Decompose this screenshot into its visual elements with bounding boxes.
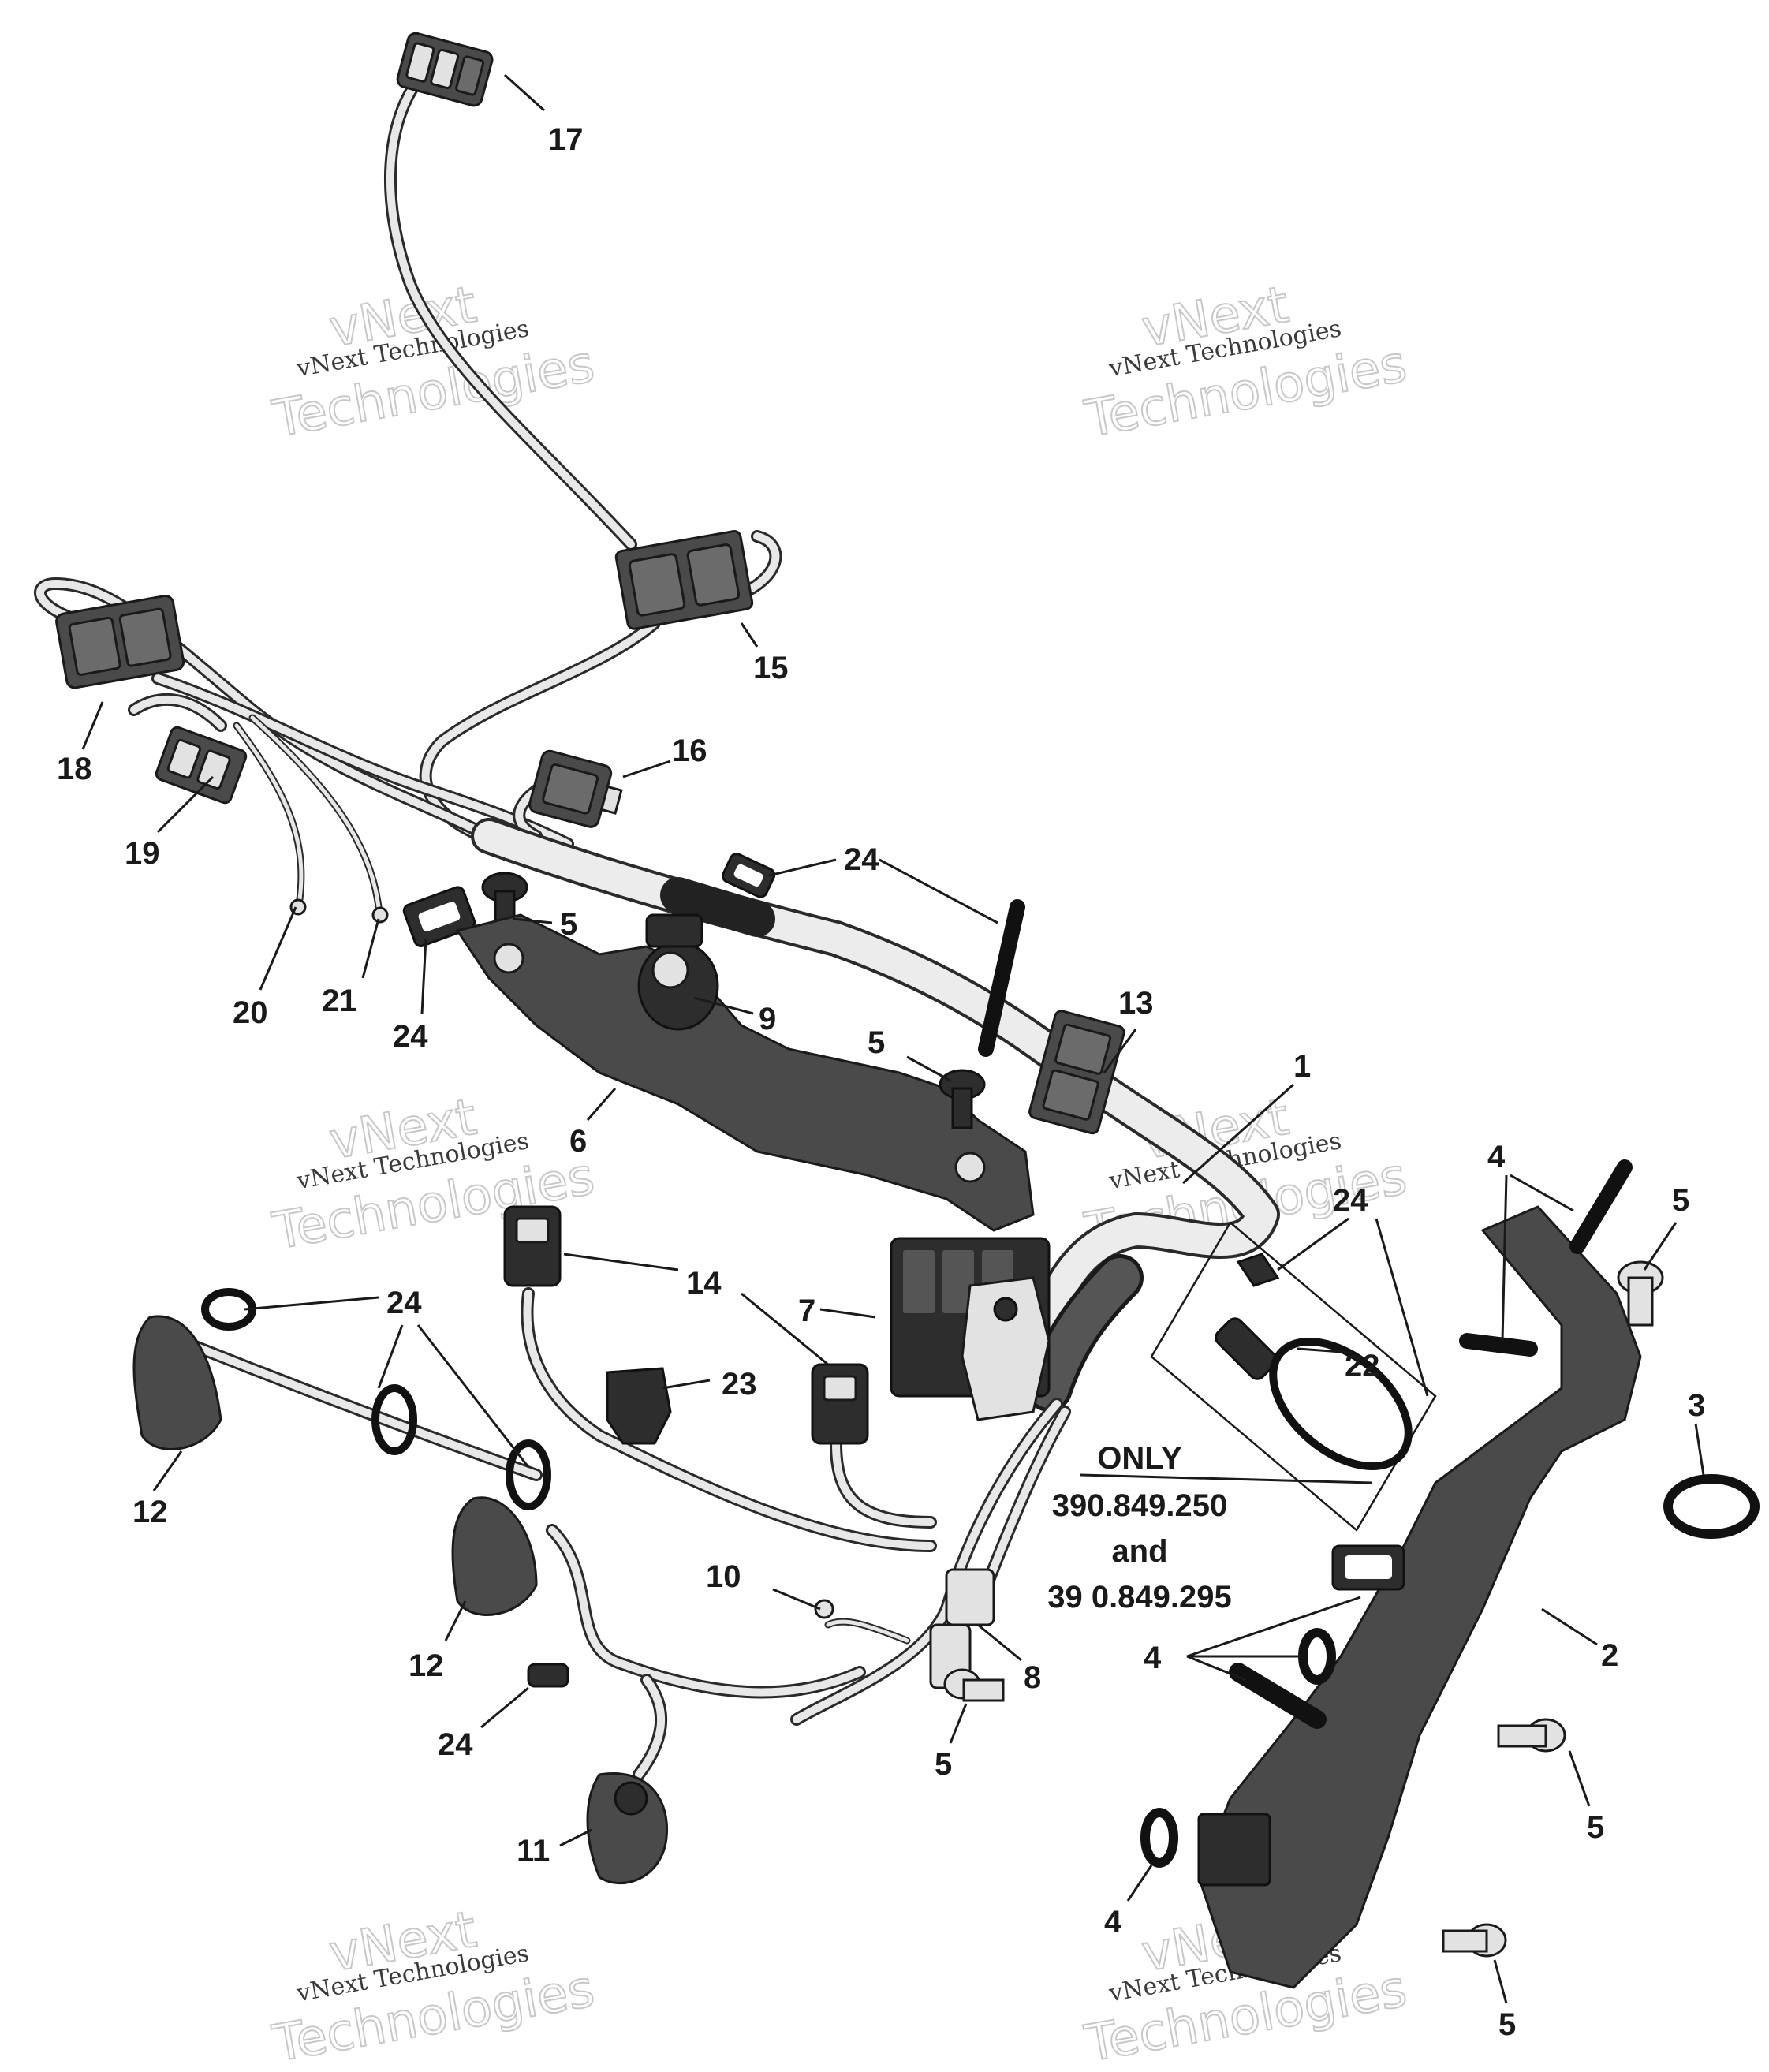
- callout-labels: 17 15 18 16 19 24 5 20 21 24 9 13 5 6 1 …: [57, 122, 1705, 2042]
- callout-14: 14: [686, 1266, 722, 1301]
- callout-24c: 24: [1333, 1183, 1368, 1218]
- tie-4-mid: [1229, 1544, 1405, 1729]
- callout-7: 7: [798, 1294, 815, 1328]
- callout-10: 10: [706, 1559, 741, 1594]
- callout-15: 15: [753, 651, 789, 685]
- callout-21: 21: [322, 984, 357, 1018]
- ecm-connector-7: [890, 1237, 1051, 1421]
- bracket-2: [1197, 1205, 1642, 1989]
- upper-wires: [34, 69, 782, 924]
- callout-24b: 24: [393, 1019, 428, 1054]
- callout-5a: 5: [560, 907, 577, 942]
- leader-lines: [81, 73, 1705, 2004]
- callout-18: 18: [57, 752, 92, 786]
- callout-5f: 5: [1498, 2007, 1516, 2042]
- bolt-5-right-mid: [1497, 1718, 1566, 1753]
- connector-14-left: [503, 1205, 562, 1287]
- callout-22: 22: [1345, 1349, 1380, 1383]
- connector-18: [55, 595, 185, 689]
- clip-24-lower: [527, 1663, 569, 1688]
- note-line-2: 390.849.250: [1052, 1488, 1227, 1523]
- clip-23: [606, 1367, 672, 1445]
- connector-19: [155, 726, 248, 805]
- callout-4c: 4: [1104, 1905, 1122, 1939]
- callout-5c: 5: [1672, 1183, 1689, 1218]
- connector-13: [1028, 1010, 1125, 1135]
- tie-4-bottom: [1140, 1808, 1178, 1868]
- bolt-5-mid: [939, 1069, 986, 1129]
- callout-23: 23: [722, 1367, 757, 1402]
- callout-12b: 12: [409, 1648, 444, 1683]
- inset-frame-22: [1150, 1221, 1437, 1532]
- applicability-note: ONLY 390.849.250 and 39 0.849.295: [1047, 1441, 1232, 1615]
- note-line-1: ONLY: [1097, 1441, 1182, 1476]
- callout-17: 17: [548, 122, 584, 157]
- callout-16: 16: [672, 734, 707, 768]
- bolt-5-right-bottom: [1442, 1923, 1507, 1958]
- sensor-11: [586, 1772, 669, 1885]
- coil-12-right: [371, 1384, 551, 1616]
- note-line-4: 39 0.849.295: [1047, 1580, 1232, 1615]
- watermark-5: vNext vNext Technologies Technologies: [267, 1900, 599, 2072]
- callout-9: 9: [759, 1002, 776, 1036]
- callout-5d: 5: [935, 1747, 952, 1782]
- callout-24d: 24: [386, 1286, 422, 1320]
- callout-24a: 24: [844, 842, 879, 877]
- callout-12a: 12: [132, 1495, 168, 1529]
- tie-4-top: [1459, 1159, 1633, 1357]
- connector-14-right: [811, 1363, 869, 1445]
- callout-19: 19: [125, 836, 160, 871]
- callout-20: 20: [233, 995, 268, 1030]
- callout-4a: 4: [1487, 1140, 1506, 1174]
- connector-17: [396, 32, 494, 107]
- watermark-2: vNext vNext Technologies Technologies: [1080, 275, 1412, 450]
- callout-5b: 5: [868, 1025, 885, 1060]
- tie-strap-24: [978, 899, 1025, 1057]
- bolt-5-lower: [943, 1668, 1005, 1702]
- main-harness-trunk: [471, 818, 1280, 1412]
- connector-15: [614, 529, 754, 630]
- note-line-3: and: [1111, 1534, 1167, 1569]
- sensor-9: [637, 913, 719, 1031]
- callout-4b: 4: [1144, 1641, 1162, 1675]
- callout-8: 8: [1024, 1660, 1041, 1695]
- coil-12-left: [132, 1288, 256, 1450]
- callout-1: 1: [1293, 1049, 1311, 1084]
- tie-3: [1663, 1474, 1760, 1539]
- callout-24e: 24: [438, 1727, 473, 1762]
- callout-2: 2: [1601, 1638, 1618, 1673]
- callout-5e: 5: [1587, 1810, 1604, 1845]
- bolt-5-right-top: [1617, 1260, 1664, 1327]
- callout-11: 11: [517, 1834, 550, 1869]
- callout-6: 6: [569, 1124, 587, 1159]
- callout-13: 13: [1118, 986, 1154, 1021]
- watermark-1: vNext vNext Technologies Technologies: [267, 275, 599, 450]
- clip-24-top: [722, 853, 776, 898]
- connector-16: [528, 749, 623, 828]
- callout-3: 3: [1688, 1388, 1705, 1423]
